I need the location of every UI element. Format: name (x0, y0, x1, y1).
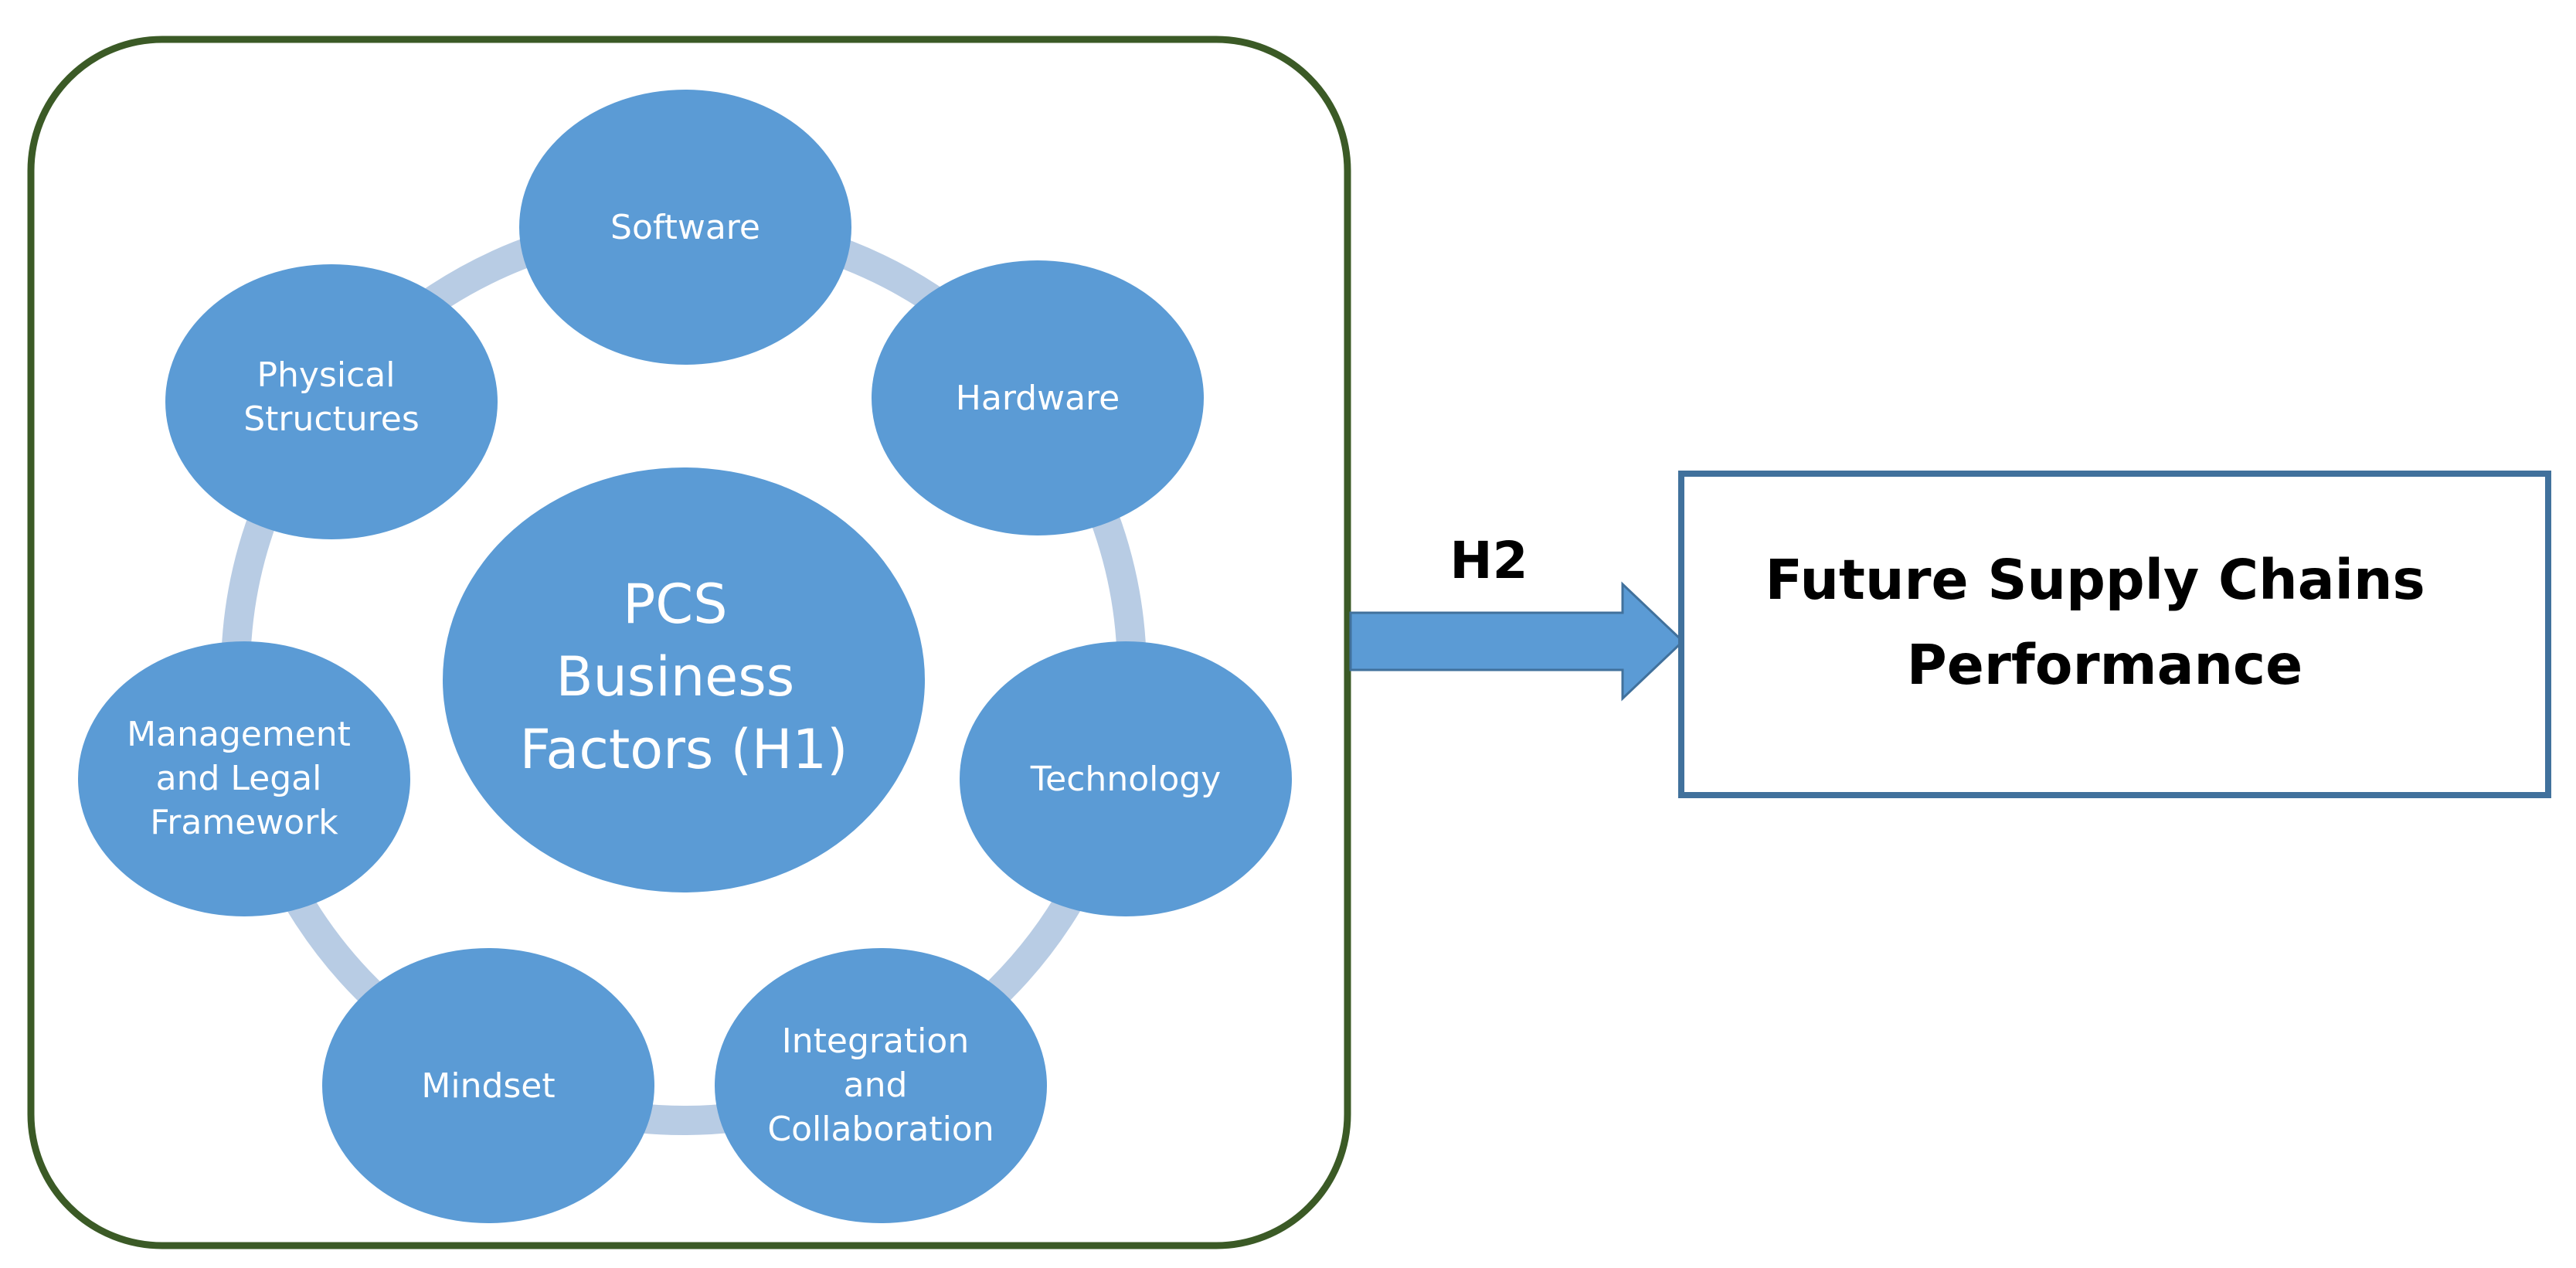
center-node-line: Business (556, 645, 795, 709)
factor-node-technology: Technology (960, 641, 1292, 916)
factor-ellipse (78, 641, 410, 916)
factor-node-management-and-legal-framework: Management and Legal Framework (78, 641, 410, 916)
h2-arrow (1349, 581, 1685, 702)
center-node-line: PCS (623, 573, 728, 636)
center-node-ellipse (443, 467, 925, 892)
h2-label-text: H2 (1449, 531, 1528, 590)
factor-node-hardware: Hardware (872, 260, 1204, 535)
factor-label: Management and Legal Framework (127, 715, 362, 842)
factor-ellipse (872, 260, 1204, 535)
factor-label: Mindset (421, 1066, 555, 1106)
factor-label-line: Management (127, 715, 351, 754)
factor-node-integration-and-collaboration: Integration and Collaboration (715, 948, 1047, 1223)
factor-ellipse (165, 264, 498, 539)
factor-label: Technology (1030, 760, 1221, 799)
factor-label-line: Software (610, 208, 760, 247)
factor-label-line: Integration (782, 1022, 969, 1061)
center-node: PCS Business Factors (H1) (443, 467, 925, 892)
result-box (1678, 471, 2551, 798)
center-node-line: Factors (H1) (520, 718, 848, 781)
factor-label-line: and Legal (156, 759, 322, 798)
factor-node-software: Software (519, 90, 851, 365)
factor-label-line: Collaboration (767, 1110, 994, 1149)
factor-node-mindset: Mindset (322, 948, 654, 1223)
factor-label: Integration and Collaboration (767, 1022, 994, 1149)
factor-label-line: Mindset (421, 1066, 555, 1106)
factor-label-line: Physical (257, 355, 396, 395)
center-node-label: PCS Business Factors (H1) (520, 573, 848, 781)
factor-label-line: Hardware (956, 379, 1120, 418)
factor-label: Hardware (956, 379, 1120, 418)
factor-label-line: Framework (150, 803, 338, 842)
factor-ellipse (519, 90, 851, 365)
factor-label: Physical Structures (243, 355, 420, 439)
factor-ellipse (322, 948, 654, 1223)
result-box-line: Performance (1907, 633, 2303, 697)
result-box-line: Future Supply Chains (1765, 548, 2425, 612)
factor-label-line: Technology (1030, 760, 1221, 799)
factor-label-line: and (844, 1066, 908, 1105)
factor-node-physical-structures: Physical Structures (165, 264, 498, 539)
factor-ellipse (960, 641, 1292, 916)
result-box-label: Future Supply Chains Performance (1765, 548, 2445, 697)
factor-ellipse (715, 948, 1047, 1223)
factor-label: Software (610, 208, 760, 247)
factor-label-line: Structures (243, 399, 420, 439)
h2-arrow-label: H2 (1449, 531, 1528, 590)
